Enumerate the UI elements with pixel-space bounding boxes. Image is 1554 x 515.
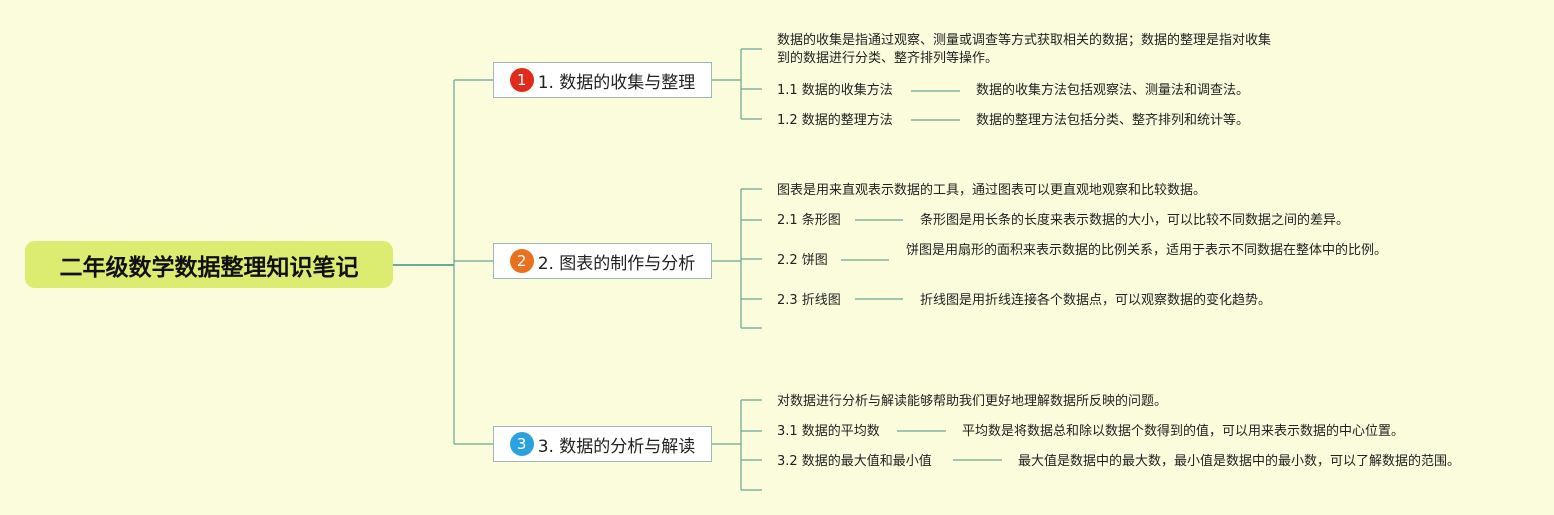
topic-1-1-label[interactable]: 1.1 数据的收集方法 [777, 83, 893, 98]
topic-2-2-label[interactable]: 2.2 饼图 [777, 253, 828, 268]
branch-label: 3. 数据的分析与解读 [537, 436, 696, 457]
topic-3-2-desc[interactable]: 最大值是数据中的最大数，最小值是数据中的最小数，可以了解数据的范围。 [1018, 454, 1461, 469]
topic-1-2-label[interactable]: 1.2 数据的整理方法 [777, 113, 893, 128]
topic-2-2-desc[interactable]: 饼图是用扇形的面积来表示数据的比例关系，适用于表示不同数据在整体中的比例。 [906, 243, 1388, 258]
topic-2-3-desc[interactable]: 折线图是用折线连接各个数据点，可以观察数据的变化趋势。 [920, 293, 1272, 308]
topic-3-1-desc[interactable]: 平均数是将数据总和除以数据个数得到的值，可以用来表示数据的中心位置。 [962, 424, 1405, 439]
topic-2-3-label[interactable]: 2.3 折线图 [777, 293, 841, 308]
number-badge-icon: 3 [509, 432, 534, 456]
branch-label: 1. 数据的收集与整理 [537, 72, 696, 93]
branch-node-1[interactable]: 1 1. 数据的收集与整理 [493, 62, 712, 98]
topic-1-1-desc[interactable]: 数据的收集方法包括观察法、测量法和调查法。 [976, 83, 1250, 98]
branch-node-2[interactable]: 2 2. 图表的制作与分析 [493, 243, 712, 279]
topic-2-1-desc[interactable]: 条形图是用长条的长度来表示数据的大小，可以比较不同数据之间的差异。 [920, 213, 1350, 228]
branch-node-3[interactable]: 3 3. 数据的分析与解读 [493, 426, 712, 462]
number-badge-icon: 2 [509, 249, 534, 273]
root-node[interactable]: 二年级数学数据整理知识笔记 [25, 241, 393, 288]
topic-1-2-desc[interactable]: 数据的整理方法包括分类、整齐排列和统计等。 [976, 113, 1250, 128]
branch-3-intro[interactable]: 对数据进行分析与解读能够帮助我们更好地理解数据所反映的问题。 [777, 394, 1168, 409]
branch-1-intro[interactable]: 数据的收集是指通过观察、测量或调查等方式获取相关的数据；数据的整理是指对收集到的… [777, 33, 1272, 66]
branch-2-intro[interactable]: 图表是用来直观表示数据的工具，通过图表可以更直观地观察和比较数据。 [777, 183, 1207, 198]
branch-label: 2. 图表的制作与分析 [537, 253, 696, 274]
number-badge-icon: 1 [509, 68, 534, 92]
topic-2-1-label[interactable]: 2.1 条形图 [777, 213, 841, 228]
root-title: 二年级数学数据整理知识笔记 [59, 254, 359, 281]
topic-3-1-label[interactable]: 3.1 数据的平均数 [777, 424, 880, 439]
topic-3-2-label[interactable]: 3.2 数据的最大值和最小值 [777, 454, 932, 469]
